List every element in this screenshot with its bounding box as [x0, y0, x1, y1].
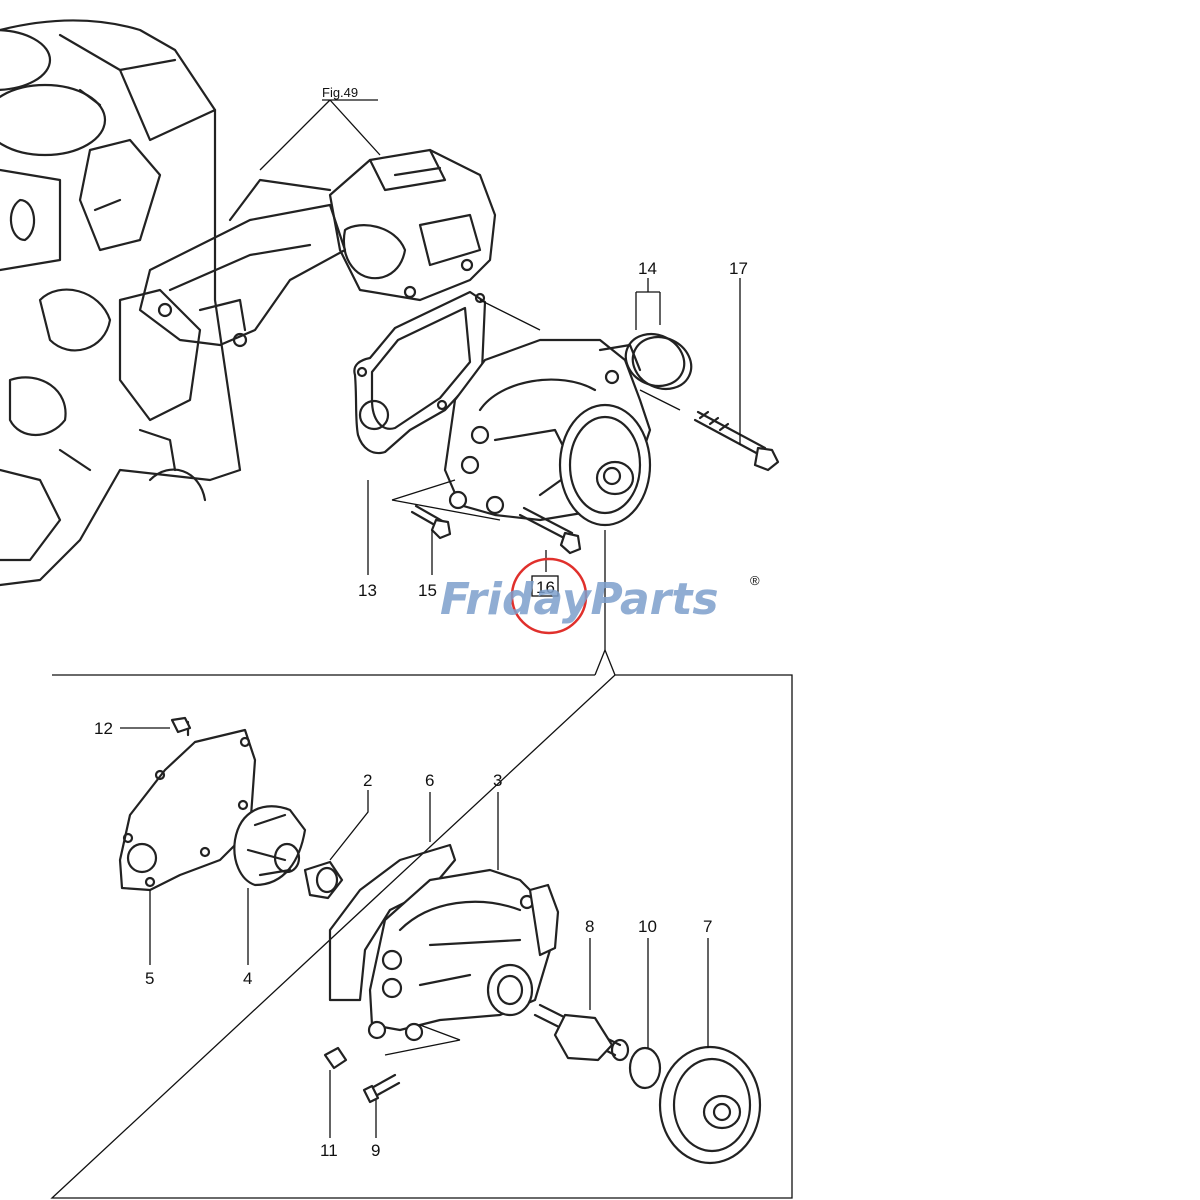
- pump-body: [328, 843, 560, 1042]
- callout-2: 2: [363, 771, 372, 790]
- cover-gasket: [118, 720, 257, 892]
- callout-16: 16: [510, 557, 588, 635]
- callout-12: 12: [94, 719, 113, 738]
- water-flange: [138, 178, 347, 348]
- snap-ring: [628, 1046, 662, 1090]
- callout-17: 17: [729, 259, 748, 278]
- callout-6: 6: [425, 771, 434, 790]
- detail-box: [50, 674, 793, 1199]
- water-pump-assembly: [443, 338, 652, 527]
- pulley: [658, 1045, 762, 1165]
- callout-7: 7: [703, 917, 712, 936]
- highlight-circle: [510, 557, 588, 635]
- watermark-text: FridayParts: [440, 574, 719, 625]
- callout-9: 9: [371, 1141, 380, 1160]
- leader-lines-top: [259, 99, 741, 676]
- mechanical-seal: [303, 860, 344, 900]
- callout-5: 5: [145, 969, 154, 988]
- bolt-15: [410, 504, 452, 540]
- o-rings: [624, 332, 693, 391]
- impeller: [233, 805, 307, 887]
- thermostat-housing: [328, 148, 497, 302]
- small-fasteners: [170, 716, 401, 1104]
- callout-3: 3: [493, 771, 502, 790]
- callout-16-label: 16: [536, 578, 555, 597]
- bolt-17: [693, 410, 780, 472]
- bolt-16: [518, 506, 582, 555]
- watermark: FridayParts ®: [440, 573, 760, 625]
- engine-block: [0, 19, 242, 587]
- callout-11: 11: [320, 1141, 338, 1160]
- callout-10: 10: [638, 917, 657, 936]
- callout-14: 14: [638, 259, 657, 278]
- watermark-registered-mark: ®: [750, 573, 760, 588]
- figure-reference: Fig.49: [322, 85, 358, 100]
- leader-lines-detail: [120, 727, 709, 1138]
- pump-gasket: [353, 290, 487, 455]
- callout-15: 15: [418, 581, 437, 600]
- callout-4: 4: [243, 969, 252, 988]
- bearing-shaft: [533, 1003, 630, 1062]
- callout-13: 13: [358, 581, 377, 600]
- callout-8: 8: [585, 917, 594, 936]
